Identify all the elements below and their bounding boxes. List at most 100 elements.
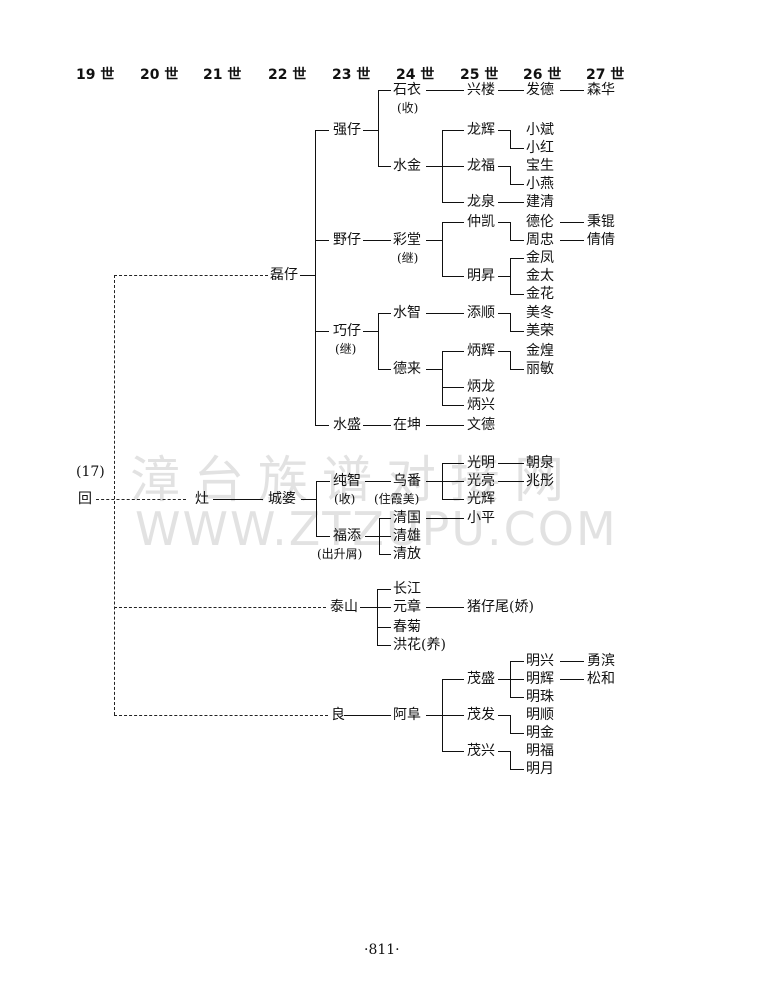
connector: [498, 463, 524, 464]
connector: [378, 313, 391, 314]
connector: [426, 715, 442, 716]
gen-19: 19 世: [76, 67, 115, 83]
connector: [344, 715, 391, 716]
person-longquan: 龙泉: [467, 194, 495, 210]
person-hui: 回: [78, 491, 92, 507]
connector: [498, 715, 510, 716]
person-mingshun: 明顺: [526, 707, 554, 723]
person-bingkun: 秉锟: [587, 214, 615, 230]
connector: [442, 351, 464, 352]
person-changjiang: 长江: [393, 581, 421, 597]
connector: [498, 222, 510, 223]
connector: [442, 276, 464, 277]
note-chunzhi: (收): [334, 492, 356, 506]
connector: [378, 313, 379, 369]
connector: [378, 90, 379, 166]
person-yezai: 野仔: [333, 232, 361, 248]
connector: [510, 769, 524, 770]
connector: [377, 645, 391, 646]
connector: [510, 679, 524, 680]
connector: [315, 425, 329, 426]
person-chunzhi: 纯智: [333, 473, 361, 489]
connector: [442, 499, 464, 500]
connector: [377, 607, 391, 608]
gen-22: 22 世: [268, 67, 307, 83]
person-jinhuang: 金煌: [526, 343, 554, 359]
connector: [498, 481, 524, 482]
connector: [426, 481, 442, 482]
connector: [315, 130, 316, 425]
person-wufan: 乌番: [393, 473, 421, 489]
connector: [498, 166, 510, 167]
connector: [379, 554, 391, 555]
person-tianshun: 添顺: [467, 305, 495, 321]
connector: [301, 499, 316, 500]
connector: [363, 130, 378, 131]
connector: [442, 387, 464, 388]
connector: [498, 202, 524, 203]
person-bingxing: 炳兴: [467, 397, 495, 413]
gen-23: 23 世: [332, 67, 371, 83]
person-liang: 良: [331, 707, 345, 723]
connector: [316, 536, 330, 537]
person-honghua: 洪花(养): [393, 637, 446, 653]
connector: [510, 351, 511, 369]
person-zaikun: 在坤: [393, 417, 421, 433]
connector: [114, 275, 115, 715]
connector: [442, 222, 464, 223]
connector: [315, 331, 329, 332]
person-leizai: 磊仔: [270, 267, 298, 283]
connector: [510, 313, 511, 331]
gen-25: 25 世: [460, 67, 499, 83]
connector: [560, 240, 584, 241]
connector: [510, 697, 524, 698]
connector: [378, 90, 391, 91]
person-meirong: 美荣: [526, 323, 554, 339]
person-qiangzai: 强仔: [333, 122, 361, 138]
note-futian: (出升屑): [317, 547, 363, 561]
connector: [114, 275, 268, 276]
person-senhua: 森华: [587, 82, 615, 98]
connector: [300, 275, 315, 276]
connector: [560, 679, 584, 680]
connector: [442, 130, 464, 131]
connector: [510, 661, 524, 662]
person-delai: 德来: [393, 361, 421, 377]
person-binghui: 炳辉: [467, 343, 495, 359]
person-shuijin: 水金: [393, 158, 421, 174]
connector: [498, 679, 510, 680]
person-maofa: 茂发: [467, 707, 495, 723]
person-shiyi: 石衣: [393, 82, 421, 98]
person-afu: 阿阜: [393, 707, 421, 723]
connector: [498, 90, 524, 91]
connector: [510, 184, 524, 185]
connector: [426, 425, 464, 426]
connector: [365, 481, 391, 482]
connector: [213, 499, 263, 500]
watermark-url: WWW.ZTZUPU.COM: [135, 502, 618, 556]
connector: [510, 258, 511, 294]
connector: [510, 130, 511, 148]
person-minghui: 明辉: [526, 671, 554, 687]
connector: [510, 258, 524, 259]
connector: [96, 499, 186, 500]
connector: [498, 313, 510, 314]
connector: [426, 166, 442, 167]
person-qiaozai: 巧仔: [333, 323, 361, 339]
connector: [365, 536, 379, 537]
connector: [377, 589, 391, 590]
connector: [377, 627, 391, 628]
person-baosheng: 宝生: [526, 158, 554, 174]
connector: [510, 148, 524, 149]
person-mingyue: 明月: [526, 761, 554, 777]
person-zhouzhong: 周忠: [526, 232, 554, 248]
person-longfu: 龙福: [467, 158, 495, 174]
person-longhui: 龙辉: [467, 122, 495, 138]
person-xinglou: 兴楼: [467, 82, 495, 98]
connector: [442, 679, 464, 680]
person-mingfu: 明福: [526, 743, 554, 759]
person-caitang: 彩堂: [393, 232, 421, 248]
gen-21: 21 世: [203, 67, 242, 83]
connector: [510, 369, 524, 370]
